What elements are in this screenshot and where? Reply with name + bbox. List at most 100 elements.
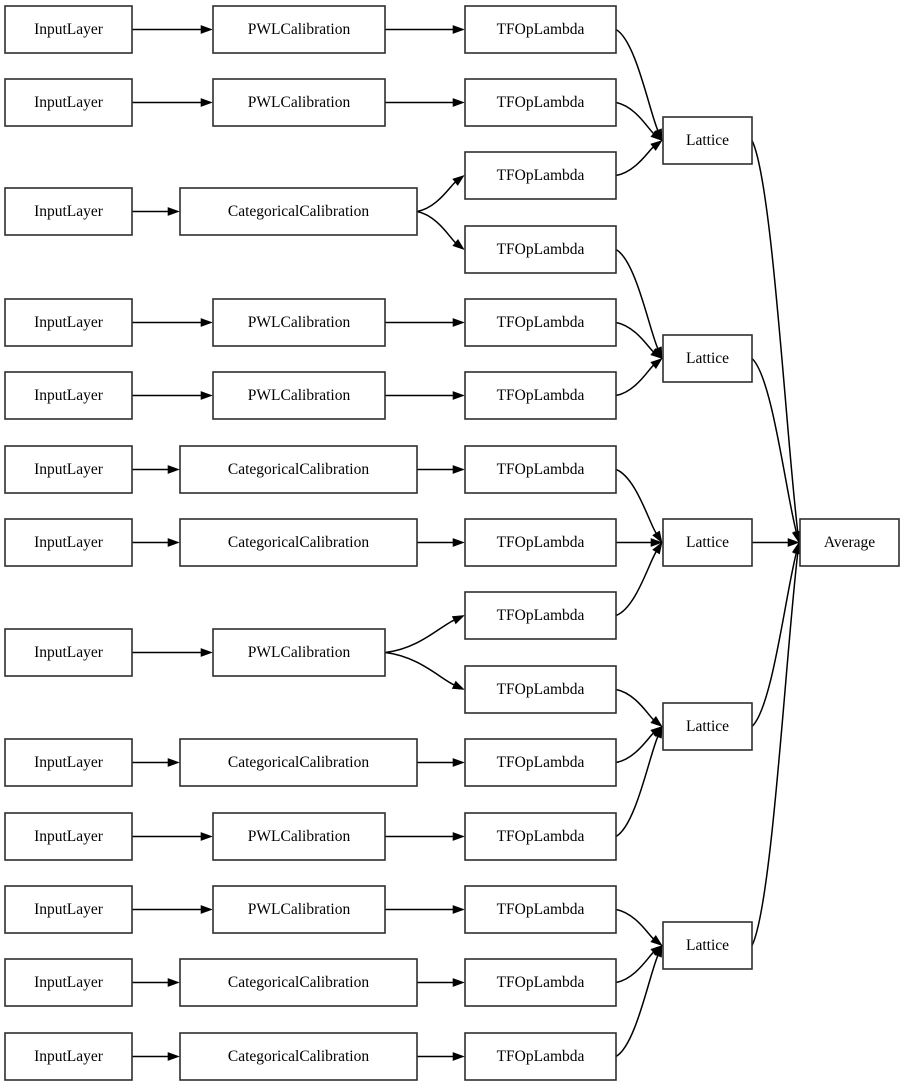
node-categorical-calibration-cal9[interactable]: CategoricalCalibration xyxy=(179,738,418,787)
node-box[interactable] xyxy=(4,5,133,54)
node-box[interactable] xyxy=(212,298,386,347)
node-categorical-calibration-cal13[interactable]: CategoricalCalibration xyxy=(179,1032,418,1081)
node-box[interactable] xyxy=(179,1032,418,1081)
node-lattice-lat2[interactable]: Lattice xyxy=(662,334,753,383)
node-input-layer-in9[interactable]: InputLayer xyxy=(4,738,133,787)
node-tfop-lambda-op6[interactable]: TFOpLambda xyxy=(464,371,617,420)
node-box[interactable] xyxy=(4,1032,133,1081)
node-box[interactable] xyxy=(464,958,617,1007)
node-box[interactable] xyxy=(662,116,753,165)
node-tfop-lambda-op1[interactable]: TFOpLambda xyxy=(464,5,617,54)
node-input-layer-in13[interactable]: InputLayer xyxy=(4,1032,133,1081)
node-box[interactable] xyxy=(4,187,133,236)
node-input-layer-in4[interactable]: InputLayer xyxy=(4,298,133,347)
node-box[interactable] xyxy=(464,5,617,54)
node-tfop-lambda-op3[interactable]: TFOpLambda xyxy=(464,151,617,200)
node-tfop-lambda-op4[interactable]: TFOpLambda xyxy=(464,225,617,274)
node-input-layer-in1[interactable]: InputLayer xyxy=(4,5,133,54)
node-box[interactable] xyxy=(4,738,133,787)
node-tfop-lambda-op5[interactable]: TFOpLambda xyxy=(464,298,617,347)
node-lattice-lat1[interactable]: Lattice xyxy=(662,116,753,165)
node-box[interactable] xyxy=(464,1032,617,1081)
node-tfop-lambda-op12[interactable]: TFOpLambda xyxy=(464,812,617,861)
node-box[interactable] xyxy=(212,628,386,677)
node-box[interactable] xyxy=(662,921,753,970)
node-box[interactable] xyxy=(179,518,418,567)
node-box[interactable] xyxy=(4,958,133,1007)
node-box[interactable] xyxy=(464,151,617,200)
node-tfop-lambda-op11[interactable]: TFOpLambda xyxy=(464,738,617,787)
node-pwlcalibration-cal1[interactable]: PWLCalibration xyxy=(212,5,386,54)
node-box[interactable] xyxy=(4,298,133,347)
node-box[interactable] xyxy=(212,885,386,934)
node-categorical-calibration-cal3[interactable]: CategoricalCalibration xyxy=(179,187,418,236)
node-input-layer-in2[interactable]: InputLayer xyxy=(4,78,133,127)
node-box[interactable] xyxy=(464,738,617,787)
node-box[interactable] xyxy=(212,5,386,54)
arrowhead-icon xyxy=(452,905,465,914)
node-tfop-lambda-op8[interactable]: TFOpLambda xyxy=(464,518,617,567)
node-pwlcalibration-cal2[interactable]: PWLCalibration xyxy=(212,78,386,127)
node-box[interactable] xyxy=(662,702,753,751)
node-box[interactable] xyxy=(179,738,418,787)
node-pwlcalibration-cal4[interactable]: PWLCalibration xyxy=(212,298,386,347)
node-box[interactable] xyxy=(4,445,133,494)
node-tfop-lambda-op7[interactable]: TFOpLambda xyxy=(464,445,617,494)
node-average-avg[interactable]: Average xyxy=(799,518,900,567)
node-box[interactable] xyxy=(464,812,617,861)
node-box[interactable] xyxy=(179,187,418,236)
node-input-layer-in3[interactable]: InputLayer xyxy=(4,187,133,236)
node-input-layer-in11[interactable]: InputLayer xyxy=(4,885,133,934)
node-tfop-lambda-op15[interactable]: TFOpLambda xyxy=(464,1032,617,1081)
node-input-layer-in8[interactable]: InputLayer xyxy=(4,628,133,677)
node-pwlcalibration-cal10[interactable]: PWLCalibration xyxy=(212,812,386,861)
node-pwlcalibration-cal11[interactable]: PWLCalibration xyxy=(212,885,386,934)
node-box[interactable] xyxy=(4,78,133,127)
arrowhead-icon xyxy=(200,98,213,107)
node-input-layer-in12[interactable]: InputLayer xyxy=(4,958,133,1007)
node-lattice-lat3[interactable]: Lattice xyxy=(662,518,753,567)
node-lattice-lat5[interactable]: Lattice xyxy=(662,921,753,970)
node-box[interactable] xyxy=(4,518,133,567)
node-categorical-calibration-cal12[interactable]: CategoricalCalibration xyxy=(179,958,418,1007)
node-box[interactable] xyxy=(662,334,753,383)
node-box[interactable] xyxy=(4,371,133,420)
edge-op4-to-lat2 xyxy=(615,248,659,349)
node-box[interactable] xyxy=(212,371,386,420)
node-tfop-lambda-op14[interactable]: TFOpLambda xyxy=(464,958,617,1007)
arrowhead-icon xyxy=(200,905,213,914)
node-box[interactable] xyxy=(4,628,133,677)
node-box[interactable] xyxy=(464,371,617,420)
node-tfop-lambda-op9[interactable]: TFOpLambda xyxy=(464,591,617,640)
node-input-layer-in10[interactable]: InputLayer xyxy=(4,812,133,861)
node-box[interactable] xyxy=(799,518,900,567)
node-box[interactable] xyxy=(464,445,617,494)
node-box[interactable] xyxy=(464,885,617,934)
node-tfop-lambda-op2[interactable]: TFOpLambda xyxy=(464,78,617,127)
node-box[interactable] xyxy=(464,591,617,640)
node-box[interactable] xyxy=(464,78,617,127)
node-box[interactable] xyxy=(179,445,418,494)
node-pwlcalibration-cal8[interactable]: PWLCalibration xyxy=(212,628,386,677)
edge-cal8-to-op9 xyxy=(384,619,455,654)
node-input-layer-in7[interactable]: InputLayer xyxy=(4,518,133,567)
node-box[interactable] xyxy=(464,298,617,347)
node-box[interactable] xyxy=(662,518,753,567)
node-box[interactable] xyxy=(212,78,386,127)
node-box[interactable] xyxy=(464,665,617,714)
node-categorical-calibration-cal7[interactable]: CategoricalCalibration xyxy=(179,518,418,567)
node-input-layer-in6[interactable]: InputLayer xyxy=(4,445,133,494)
node-box[interactable] xyxy=(4,885,133,934)
node-categorical-calibration-cal6[interactable]: CategoricalCalibration xyxy=(179,445,418,494)
node-box[interactable] xyxy=(4,812,133,861)
node-pwlcalibration-cal5[interactable]: PWLCalibration xyxy=(212,371,386,420)
node-tfop-lambda-op10[interactable]: TFOpLambda xyxy=(464,665,617,714)
node-box[interactable] xyxy=(179,958,418,1007)
node-lattice-lat4[interactable]: Lattice xyxy=(662,702,753,751)
node-box[interactable] xyxy=(464,518,617,567)
node-box[interactable] xyxy=(464,225,617,274)
arrowhead-icon xyxy=(200,318,213,327)
node-input-layer-in5[interactable]: InputLayer xyxy=(4,371,133,420)
node-box[interactable] xyxy=(212,812,386,861)
node-tfop-lambda-op13[interactable]: TFOpLambda xyxy=(464,885,617,934)
